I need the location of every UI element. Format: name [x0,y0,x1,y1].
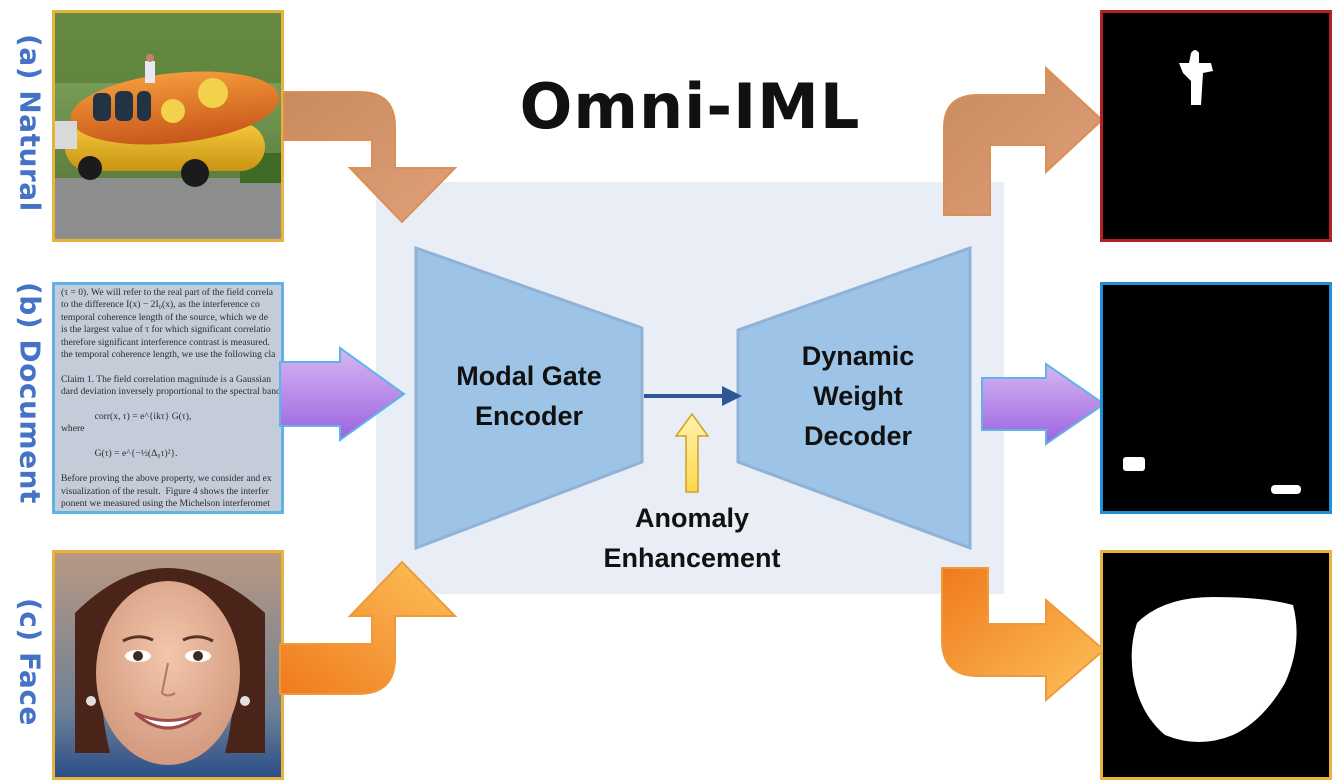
document-output-mask [1100,282,1332,514]
natural-output-arrow [943,65,1104,216]
decoder-label-line3: Decoder [803,421,913,451]
enhancement-label: Anomaly Enhancement [570,498,814,578]
face-input-arrow [279,560,458,695]
face-mask-region [1131,597,1297,742]
face-output-arrow [941,567,1106,703]
decoder-label: Dynamic Weight Decoder [748,336,968,456]
natural-input-arrow [283,91,458,224]
encoder-label-line2: Encoder [474,401,584,431]
document-input-image: (τ = 0). We will refer to the real part … [52,282,284,514]
diagram-title: Omni-IML [519,70,861,143]
document-input-arrow [279,346,406,442]
document-mask-region-1 [1123,457,1145,471]
label-face: (c) Face [13,598,47,726]
encoder-block [414,245,644,551]
decoder-label-line1: Dynamic [801,341,915,371]
encoder-label-line1: Modal Gate [456,361,602,391]
face-output-mask [1100,550,1332,780]
enhancement-label-line2: Enhancement [603,543,781,573]
natural-output-mask [1100,10,1332,242]
document-output-arrow [981,362,1106,446]
decoder-label-line2: Weight [813,381,903,411]
label-natural: (a) Natural [13,34,47,212]
natural-input-image [52,10,284,242]
decoder-block [736,245,972,551]
enhancement-label-line1: Anomaly [634,503,750,533]
enhancement-arrow [674,412,710,493]
natural-mask-person [1179,50,1213,105]
document-text: (τ = 0). We will refer to the real part … [61,287,281,511]
face-input-image [52,550,284,780]
encoder-label: Modal Gate Encoder [420,356,638,436]
label-document: (b) Document [13,282,47,504]
document-mask-region-2 [1271,485,1301,494]
